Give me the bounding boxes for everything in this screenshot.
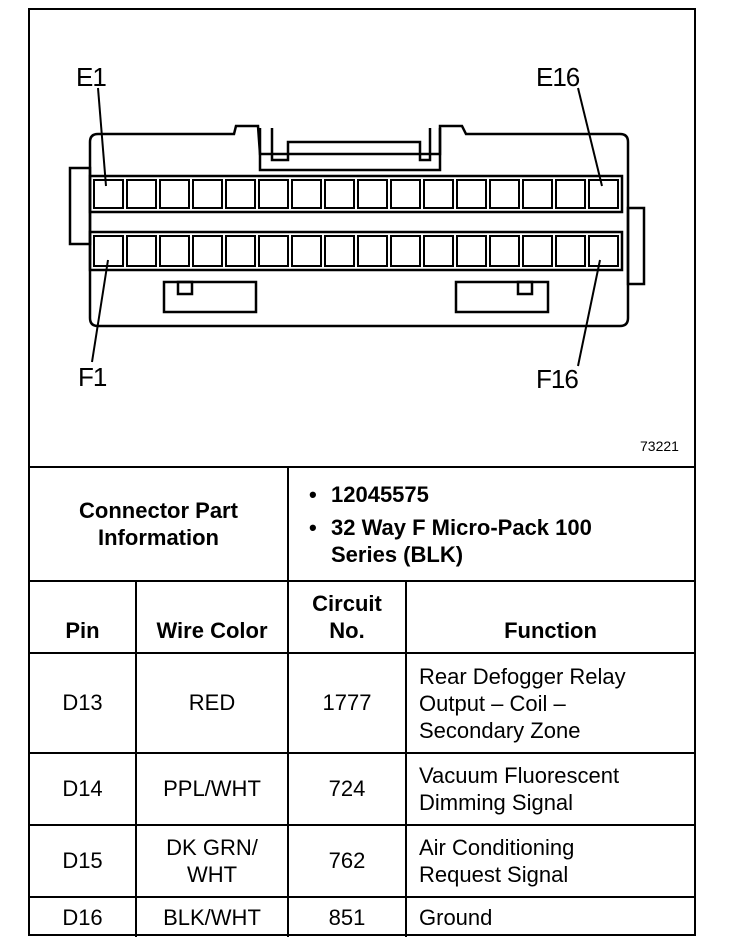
bottom-key-right-notch — [516, 280, 534, 296]
cell-function: Air Conditioning Request Signal — [405, 824, 694, 898]
cavity-row-e-frame — [88, 174, 624, 214]
label-e16: E16 — [536, 62, 580, 92]
cell-function-text: Air Conditioning Request Signal — [419, 835, 575, 887]
e-cavity-12 — [456, 179, 487, 209]
e-cavity-8 — [324, 179, 355, 209]
f-cavity-10 — [390, 235, 421, 267]
bottom-key-right — [454, 280, 550, 314]
e-cavity-2 — [126, 179, 157, 209]
e-cavity-11 — [423, 179, 454, 209]
e-cavity-13 — [489, 179, 520, 209]
header-pin: Pin — [30, 580, 137, 654]
figure-number: 73221 — [640, 438, 679, 454]
connector-diagram: E1 E16 F1 F16 73221 — [30, 10, 694, 466]
connector-body-outline — [88, 124, 630, 328]
cell-wire-color: RED — [135, 652, 289, 754]
label-e1: E1 — [76, 62, 107, 92]
e-cavity-15 — [555, 179, 586, 209]
f-cavity-1 — [93, 235, 124, 267]
cell-function-text: Vacuum Fluorescent Dimming Signal — [419, 763, 620, 815]
cell-circuit-no: 762 — [287, 824, 407, 898]
bottom-key-left-notch — [176, 280, 194, 296]
bottom-key-left — [162, 280, 258, 314]
e-cavity-10 — [390, 179, 421, 209]
f-cavity-13 — [489, 235, 520, 267]
table-row: D14 PPL/WHT 724 Vacuum Fluorescent Dimmi… — [30, 752, 694, 826]
e-cavity-9 — [357, 179, 388, 209]
e-cavity-6 — [258, 179, 289, 209]
e-cavity-3 — [159, 179, 190, 209]
cell-function-text: Rear Defogger Relay Output – Coil – Seco… — [419, 663, 626, 743]
connector-face-drawing — [68, 87, 646, 367]
label-f16: F16 — [536, 364, 579, 394]
leader-f1 — [91, 259, 109, 363]
f-cavity-12 — [456, 235, 487, 267]
cell-circuit-no: 851 — [287, 896, 407, 937]
cell-pin: D16 — [30, 896, 137, 937]
f-cavity-11 — [423, 235, 454, 267]
leader-f16 — [577, 259, 601, 367]
e-cavity-4 — [192, 179, 223, 209]
connector-info-heading: Connector Part Information — [79, 498, 238, 550]
f-cavity-5 — [225, 235, 256, 267]
table-row: D16 BLK/WHT 851 Ground — [30, 896, 694, 937]
header-row: Pin Wire Color Circuit No. Function — [30, 580, 694, 654]
cell-function: Vacuum Fluorescent Dimming Signal — [405, 752, 694, 826]
document-frame: E1 E16 F1 F16 73221 Connector Part Infor… — [28, 8, 696, 937]
cell-pin: D13 — [30, 652, 137, 754]
f-cavity-8 — [324, 235, 355, 267]
cell-wire-color-text: DK GRN/ WHT — [166, 835, 258, 887]
f-cavity-7 — [291, 235, 322, 267]
cell-circuit-no: 1777 — [287, 652, 407, 754]
header-function: Function — [405, 580, 694, 654]
e-cavity-5 — [225, 179, 256, 209]
leader-e1 — [97, 87, 107, 187]
header-circuit-no: Circuit No. — [287, 580, 407, 654]
e-cavity-14 — [522, 179, 553, 209]
cell-wire-color: DK GRN/ WHT — [135, 824, 289, 898]
part-number: 12045575 — [309, 481, 694, 508]
cavity-row-f-frame — [88, 230, 624, 272]
cell-wire-color: PPL/WHT — [135, 752, 289, 826]
leader-e16 — [577, 87, 603, 187]
connector-info-row: Connector Part Information 12045575 32 W… — [30, 466, 694, 582]
cell-pin: D14 — [30, 752, 137, 826]
connector-info-list-cell: 12045575 32 Way F Micro-Pack 100 Series … — [287, 466, 694, 582]
f-cavity-2 — [126, 235, 157, 267]
e-cavity-16 — [588, 179, 619, 209]
cell-pin: D15 — [30, 824, 137, 898]
connector-type: 32 Way F Micro-Pack 100 Series (BLK) — [309, 514, 621, 568]
right-side-tab — [626, 206, 646, 286]
f-cavity-15 — [555, 235, 586, 267]
label-f1: F1 — [78, 362, 107, 392]
f-cavity-9 — [357, 235, 388, 267]
cell-function: Rear Defogger Relay Output – Coil – Seco… — [405, 652, 694, 754]
header-wire-color: Wire Color — [135, 580, 289, 654]
f-cavity-16 — [588, 235, 619, 267]
cell-wire-color: BLK/WHT — [135, 896, 289, 937]
e-cavity-1 — [93, 179, 124, 209]
left-side-tab — [68, 166, 92, 246]
f-cavity-6 — [258, 235, 289, 267]
e-cavity-7 — [291, 179, 322, 209]
connector-info-list: 12045575 32 Way F Micro-Pack 100 Series … — [289, 481, 694, 568]
cell-function: Ground — [405, 896, 694, 937]
cell-circuit-no: 724 — [287, 752, 407, 826]
connector-info-heading-cell: Connector Part Information — [30, 466, 289, 582]
table-row: D15 DK GRN/ WHT 762 Air Conditioning Req… — [30, 824, 694, 898]
connector-pinout-table: Connector Part Information 12045575 32 W… — [30, 466, 694, 937]
f-cavity-4 — [192, 235, 223, 267]
f-cavity-14 — [522, 235, 553, 267]
connector-latch — [258, 128, 442, 172]
header-circuit-no-text: Circuit No. — [312, 591, 382, 643]
table-row: D13 RED 1777 Rear Defogger Relay Output … — [30, 652, 694, 754]
f-cavity-3 — [159, 235, 190, 267]
